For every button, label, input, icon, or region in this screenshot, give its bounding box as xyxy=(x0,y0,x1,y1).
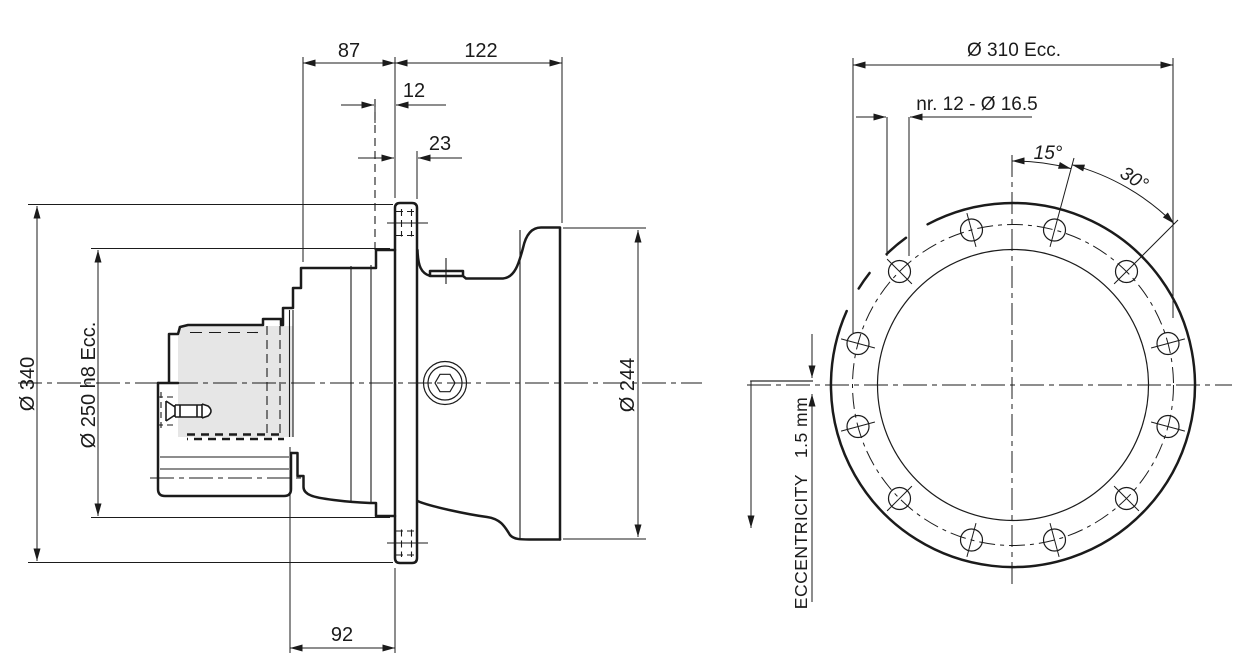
bolt-hole xyxy=(959,218,984,242)
dim-244-label: Ø 244 xyxy=(617,358,639,412)
dim-23-label: 23 xyxy=(429,133,451,155)
dim-310-label: Ø 310 Ecc. xyxy=(967,40,1061,61)
front-flange-view: ECCENTRICITY 1.5 mm Ø 310 Ecc. nr. 12 - … xyxy=(747,40,1232,609)
bolt-hole xyxy=(1114,486,1139,511)
centerlines xyxy=(18,382,702,479)
front-centerlines xyxy=(747,155,1232,585)
hub-section-fill xyxy=(178,326,293,437)
bleed-screw xyxy=(165,400,212,422)
bolt-circle xyxy=(852,224,1174,546)
dim-holes-label: nr. 12 - Ø 16.5 xyxy=(916,94,1037,115)
hub-lower-outline xyxy=(290,451,397,518)
bolt-hole xyxy=(959,528,984,552)
bolt-hole xyxy=(1156,331,1180,356)
bolt-hole xyxy=(1042,528,1067,552)
dim-92-label: 92 xyxy=(331,624,353,646)
bolt-hole xyxy=(1156,414,1180,439)
eccentricity-annotation xyxy=(747,334,816,602)
body-upper-profile xyxy=(416,226,562,541)
dim-12-label: 12 xyxy=(403,80,425,102)
bolt-hole xyxy=(846,331,870,356)
dimension-lines xyxy=(33,59,642,652)
bolt-hole xyxy=(1114,259,1139,284)
angle-30-label: 30° xyxy=(1116,163,1152,196)
spline-strip xyxy=(187,433,284,441)
bolt-hole xyxy=(1042,218,1067,242)
bolt-hole-radial-marks xyxy=(840,157,1186,558)
bolt-hole xyxy=(846,414,870,439)
dim-holes xyxy=(856,113,1032,256)
bolt-hole xyxy=(887,486,912,511)
dim-250-label: Ø 250 h8 Ecc. xyxy=(78,322,100,449)
bolt-holes xyxy=(840,157,1186,558)
drum-block xyxy=(156,381,293,498)
bolt-hole xyxy=(887,259,912,284)
body-lower-profile xyxy=(416,499,562,541)
outline xyxy=(156,201,562,565)
angle-15-label: 15° xyxy=(1034,143,1063,164)
angular-dimensions xyxy=(1011,157,1175,225)
dim-87-label: 87 xyxy=(338,40,360,62)
extension-lines xyxy=(28,57,646,653)
side-section-view: 87 122 12 23 92 Ø 340 Ø 250 h8 Ecc. Ø 24… xyxy=(17,40,702,653)
dim-340-label: Ø 340 xyxy=(17,357,39,411)
dim-122-label: 122 xyxy=(464,40,497,62)
mounting-flange xyxy=(393,201,419,565)
eccentricity-label: ECCENTRICITY 1.5 mm xyxy=(791,397,811,609)
